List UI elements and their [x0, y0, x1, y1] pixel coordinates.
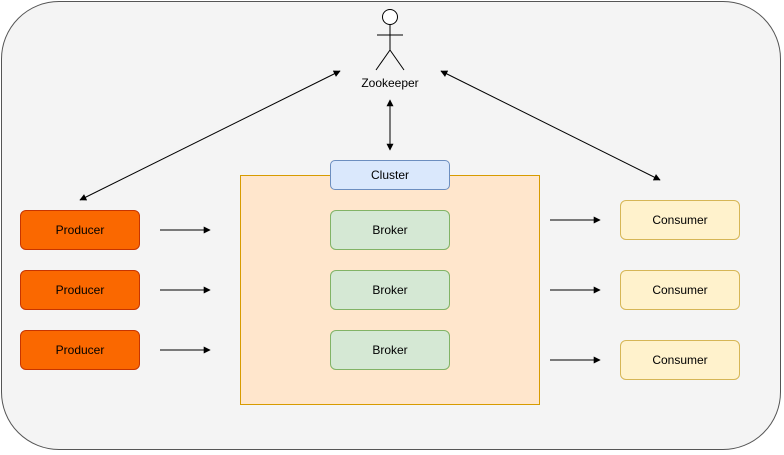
producer-node: Producer — [20, 210, 140, 250]
zookeeper-consumer-edge — [440, 70, 661, 181]
broker-node: Broker — [330, 210, 450, 250]
zookeeper-label: Zookeeper — [361, 76, 419, 90]
producer-node: Producer — [20, 330, 140, 370]
cluster-label: Cluster — [330, 160, 450, 190]
broker-node: Broker — [330, 330, 450, 370]
consumer-node: Consumer — [620, 270, 740, 310]
zookeeper-actor-icon — [375, 9, 405, 71]
consumer-node: Consumer — [620, 200, 740, 240]
consumer-node: Consumer — [620, 340, 740, 380]
broker-node: Broker — [330, 270, 450, 310]
zookeeper-producer-edge — [79, 70, 341, 201]
producer-node: Producer — [20, 270, 140, 310]
